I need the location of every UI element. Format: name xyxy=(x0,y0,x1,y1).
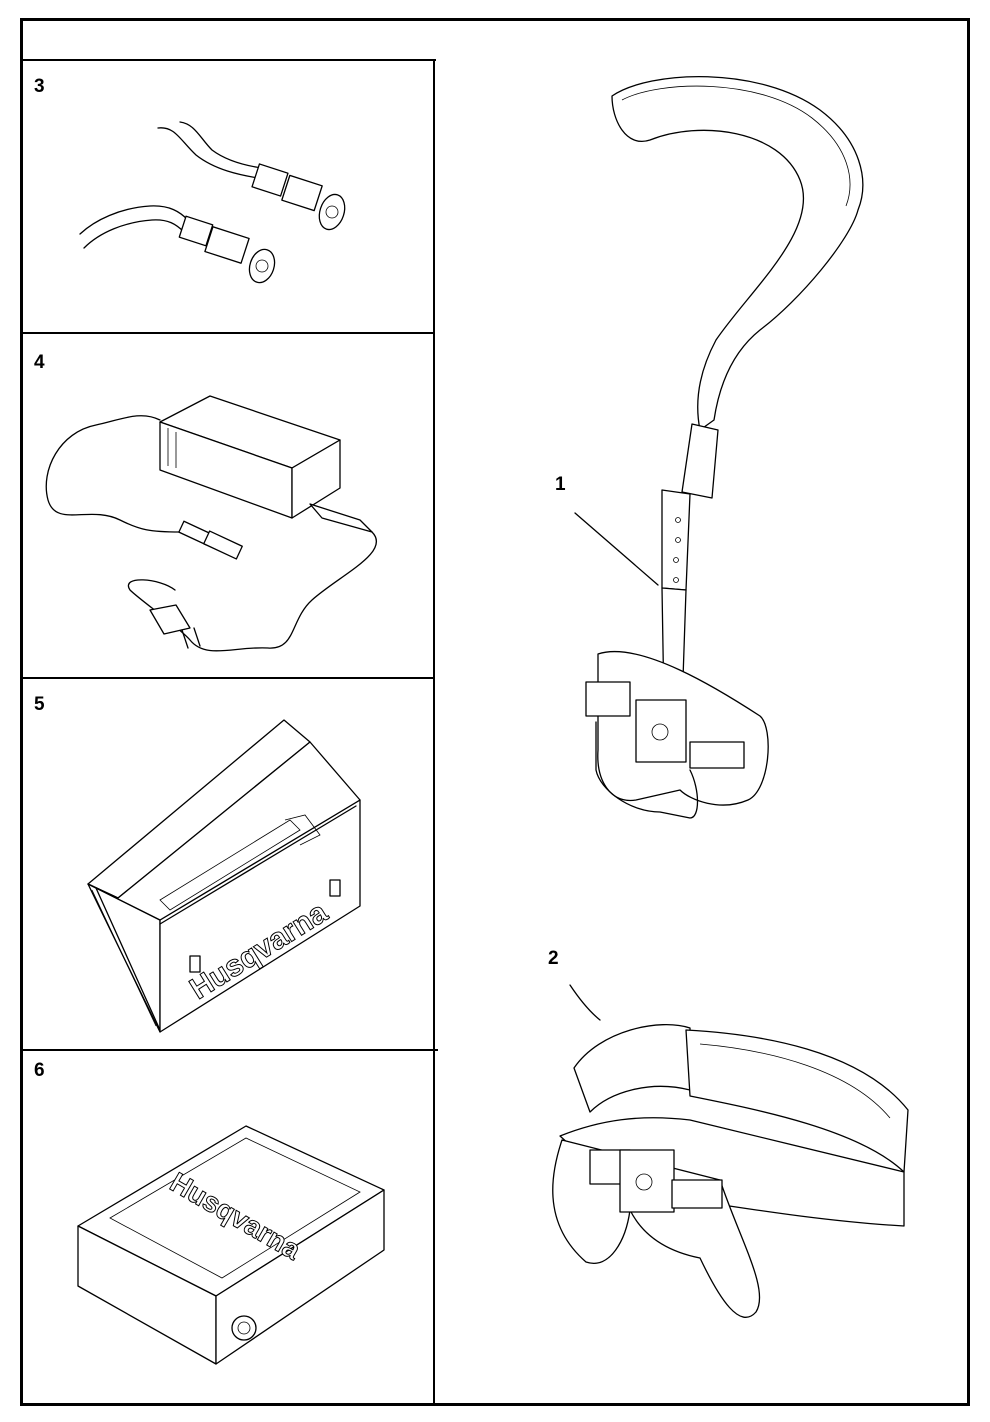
battery-case-icon: Husqvarna xyxy=(77,1125,385,1365)
cable-connectors-icon xyxy=(79,121,346,284)
callout-number-1: 1 xyxy=(555,474,566,495)
diagram-frame xyxy=(20,18,970,1406)
panel-number-4: 4 xyxy=(34,352,45,373)
panel-number-3: 3 xyxy=(34,76,45,97)
panel-number-6: 6 xyxy=(34,1060,45,1081)
hip-belt-icon xyxy=(552,984,909,1318)
panel-number-5: 5 xyxy=(34,694,45,715)
callout-number-2: 2 xyxy=(548,948,559,969)
harness-strap-icon xyxy=(574,76,864,819)
panel-dividers xyxy=(21,59,438,1404)
storage-box-icon: Husqvarna xyxy=(87,719,361,1033)
battery-charger-icon xyxy=(45,395,378,652)
